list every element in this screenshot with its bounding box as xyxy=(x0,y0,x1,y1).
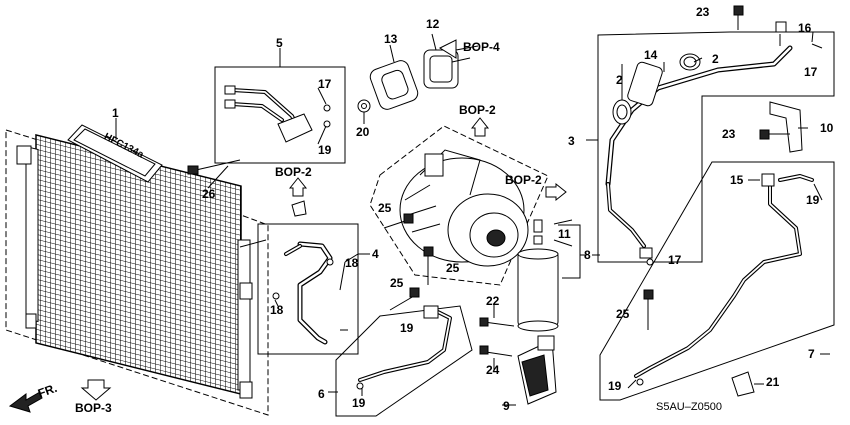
callout-19e: 19 xyxy=(608,379,622,393)
callout-16: 16 xyxy=(798,21,812,35)
leader-lines xyxy=(115,31,830,406)
callout-11: 11 xyxy=(558,227,571,241)
bolt-25b xyxy=(423,246,434,285)
callout-5: 5 xyxy=(276,36,283,50)
bolt-23a xyxy=(733,5,744,30)
nut-20 xyxy=(357,99,371,113)
bop3-label: BOP-3 xyxy=(75,401,112,415)
callout-25c: 25 xyxy=(390,276,404,290)
callout-18b: 18 xyxy=(270,303,284,317)
callout-19b: 19 xyxy=(400,321,414,335)
diagram-code: S5AU–Z0500 xyxy=(656,401,722,413)
callout-10: 10 xyxy=(820,121,834,135)
clamp-2b xyxy=(679,53,701,71)
callout-21: 21 xyxy=(766,375,780,389)
front-arrow xyxy=(8,391,43,413)
bop4-arrow xyxy=(438,39,479,59)
clip-21 xyxy=(731,371,755,397)
compressor xyxy=(369,125,549,286)
bracket-9 xyxy=(517,335,557,405)
callout-22: 22 xyxy=(486,294,500,308)
callout-19a: 19 xyxy=(318,143,332,157)
seal-13 xyxy=(369,60,419,110)
bolt-25c xyxy=(389,287,420,311)
sleeve-14 xyxy=(627,61,663,107)
callout-2a: 2 xyxy=(616,73,623,87)
callout-13: 13 xyxy=(384,32,398,46)
callout-17c: 17 xyxy=(668,253,682,267)
callout-8: 8 xyxy=(584,248,591,262)
callout-1: 1 xyxy=(112,106,119,120)
discharge-pipe-6 xyxy=(335,305,473,417)
bolt-23b xyxy=(759,129,790,140)
cap-16 xyxy=(775,21,787,46)
callout-17a: 17 xyxy=(318,77,332,91)
callout-26: 26 xyxy=(202,187,216,201)
receiver-dryer xyxy=(517,219,581,332)
bolt-25d xyxy=(643,289,654,330)
front-label: FR. xyxy=(36,381,59,401)
callout-24: 24 xyxy=(486,363,500,377)
callout-25d: 25 xyxy=(616,307,630,321)
bolt-22 xyxy=(479,317,515,327)
callout-3: 3 xyxy=(568,134,575,148)
callout-2b: 2 xyxy=(712,52,719,66)
suction-hose-3 xyxy=(597,31,835,266)
callout-23a: 23 xyxy=(696,5,710,19)
callout-19d: 19 xyxy=(806,193,820,207)
callout-20: 20 xyxy=(356,125,370,139)
liquid-line-7 xyxy=(599,161,835,401)
callout-9: 9 xyxy=(503,399,510,413)
bop2-mid-label: BOP-2 xyxy=(275,165,312,179)
bolt-24 xyxy=(479,345,513,357)
callout-6: 6 xyxy=(318,387,325,401)
callout-14: 14 xyxy=(644,48,658,62)
bop2-mid-arrow xyxy=(288,177,308,197)
callout-25b: 25 xyxy=(446,261,460,275)
bracket-10 xyxy=(769,101,803,153)
callout-17b: 17 xyxy=(804,65,818,79)
clamp-2a xyxy=(612,99,632,125)
bop2-right-arrow xyxy=(545,182,567,202)
bolt-25a xyxy=(383,213,414,229)
callouts: 1 5 17 19 26 13 12 20 25 4 18 18 25 25 1… xyxy=(112,5,834,413)
callout-23b: 23 xyxy=(722,127,736,141)
callout-15: 15 xyxy=(730,173,744,187)
callout-25a: 25 xyxy=(378,201,392,215)
bop2-right-label: BOP-2 xyxy=(505,173,542,187)
bop2-top-arrow xyxy=(470,117,490,137)
discharge-pipe-group xyxy=(214,66,346,164)
callout-18a: 18 xyxy=(345,256,359,270)
bolt-26 xyxy=(187,159,241,175)
bop4-label: BOP-4 xyxy=(463,40,500,54)
suction-hose-group xyxy=(257,200,359,355)
callout-7: 7 xyxy=(808,347,815,361)
callout-19c: 19 xyxy=(352,396,366,410)
bop3-arrow xyxy=(80,379,112,401)
callout-4: 4 xyxy=(372,247,379,261)
suction-seal-12 xyxy=(423,49,471,89)
callout-12: 12 xyxy=(426,17,440,31)
condenser xyxy=(5,129,269,416)
bop2-top-label: BOP-2 xyxy=(459,103,496,117)
